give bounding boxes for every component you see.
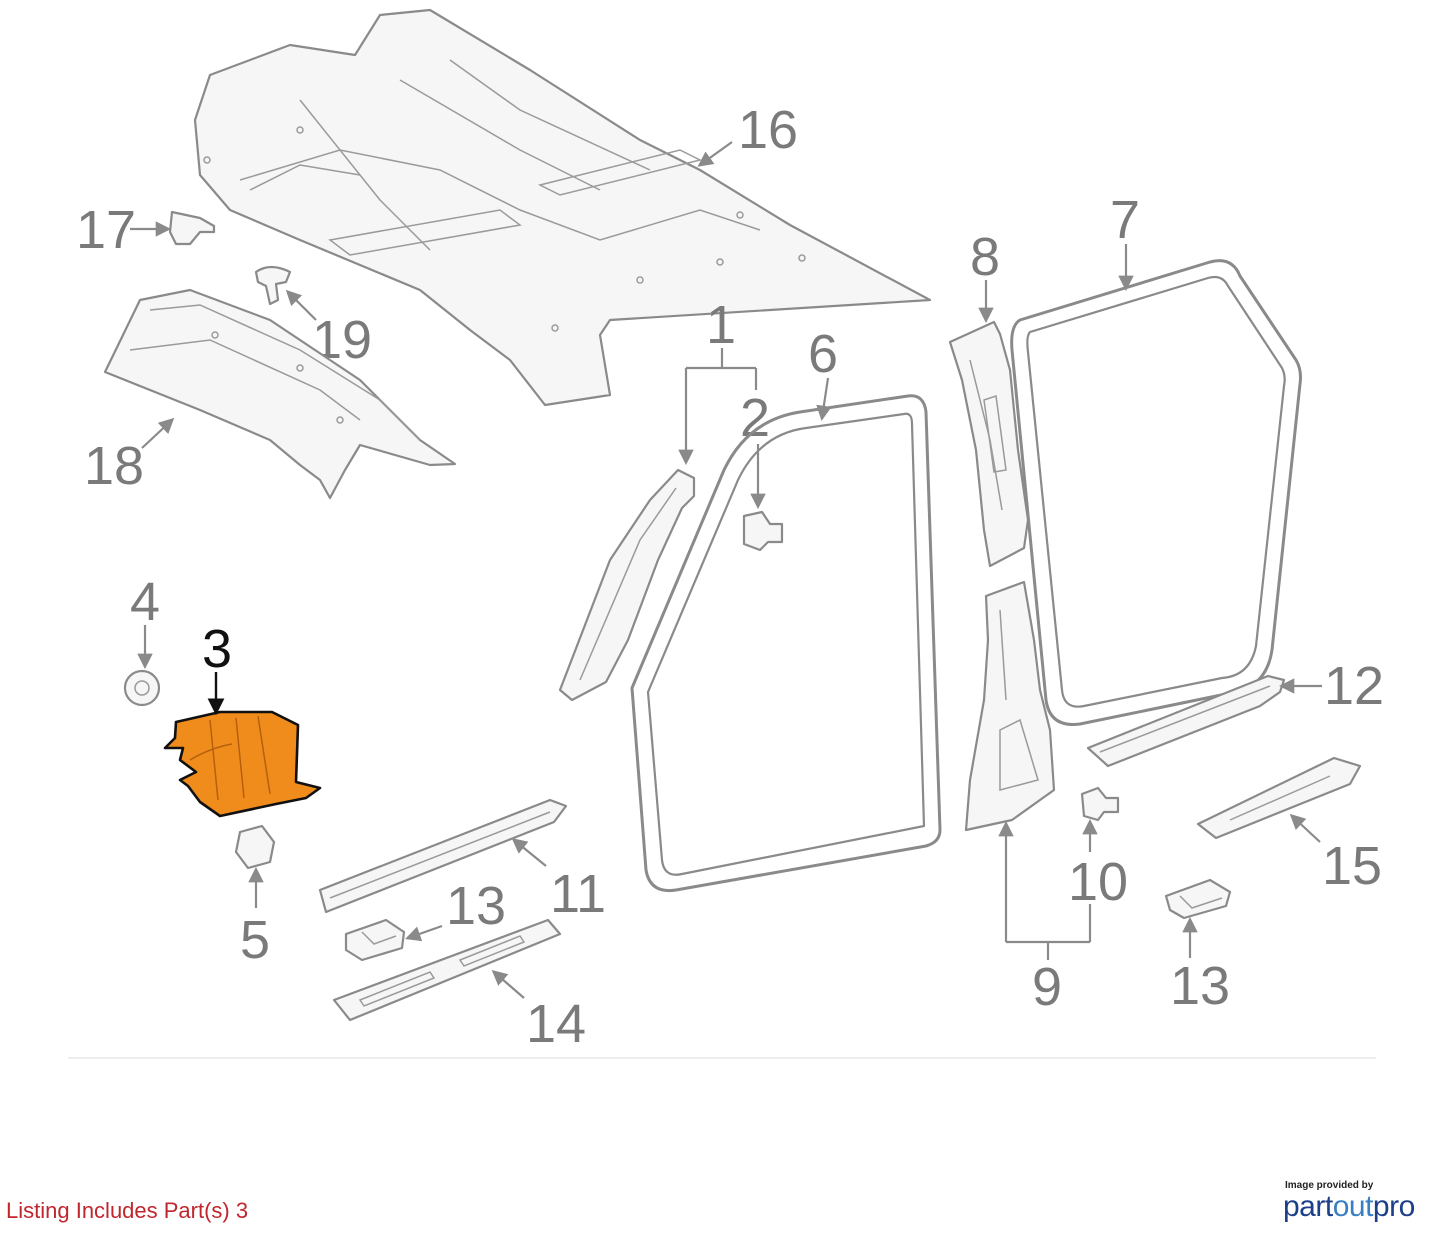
leader-15 xyxy=(1289,813,1321,843)
leader-6 xyxy=(816,377,832,422)
part-5-clip xyxy=(234,824,276,870)
part-8-upper-pillar-trim xyxy=(948,320,1030,568)
part-6-door-weatherstrip xyxy=(630,394,942,893)
bracket-9-10 xyxy=(998,820,1092,960)
callout-13b: 13 xyxy=(1170,956,1230,1016)
leader-14 xyxy=(491,969,525,999)
bracket-1-2 xyxy=(678,348,758,466)
logo-out: out xyxy=(1332,1190,1374,1223)
part-18-rear-floor-panel xyxy=(103,288,457,500)
callout-13a: 13 xyxy=(446,876,506,936)
part-7-rear-door-weatherstrip xyxy=(1010,259,1302,726)
part-14-sill-plate xyxy=(332,918,562,1022)
callout-5: 5 xyxy=(240,910,270,970)
part-4-grommet xyxy=(123,669,161,707)
part-19-clip xyxy=(254,265,292,306)
image-credit-label: Image provided by xyxy=(1285,1180,1374,1191)
leader-13a xyxy=(405,924,443,942)
leader-11 xyxy=(511,838,547,867)
callout-8: 8 xyxy=(970,227,1000,287)
callout-7: 7 xyxy=(1110,190,1140,250)
part-2-clip xyxy=(742,510,784,552)
part-11-scuff-plate xyxy=(318,798,568,914)
callout-14: 14 xyxy=(526,994,586,1054)
callout-4: 4 xyxy=(130,572,160,632)
part-13-clip-right xyxy=(1164,878,1232,920)
callout-3: 3 xyxy=(202,619,232,679)
partoutpro-logo: partoutpro xyxy=(1283,1190,1415,1224)
leader-16 xyxy=(697,141,733,167)
leader-18 xyxy=(141,417,175,449)
part-12-rear-scuff-plate xyxy=(1086,674,1286,768)
part-17-clip xyxy=(168,210,216,246)
callout-1: 1 xyxy=(706,295,736,355)
part-3-highlighted-panel xyxy=(163,710,322,818)
callout-6: 6 xyxy=(808,324,838,384)
callout-18: 18 xyxy=(84,436,144,496)
callout-10: 10 xyxy=(1068,852,1128,912)
callout-9: 9 xyxy=(1032,957,1062,1017)
callout-17: 17 xyxy=(76,200,136,260)
part-9-lower-pillar-trim xyxy=(964,580,1056,832)
callout-16: 16 xyxy=(738,100,798,160)
part-1-pillar-trim xyxy=(558,468,696,702)
leader-19 xyxy=(285,289,317,321)
callout-11: 11 xyxy=(550,864,606,924)
part-15-rear-sill-plate xyxy=(1196,756,1362,840)
listing-includes-text: Listing Includes Part(s) 3 xyxy=(6,1198,249,1223)
part-10-clip xyxy=(1080,786,1120,822)
logo-pro: pro xyxy=(1372,1190,1415,1223)
logo-part: part xyxy=(1283,1190,1333,1223)
callout-15: 15 xyxy=(1322,836,1382,896)
part-13-clip-left xyxy=(344,918,406,962)
callout-12: 12 xyxy=(1324,656,1384,716)
